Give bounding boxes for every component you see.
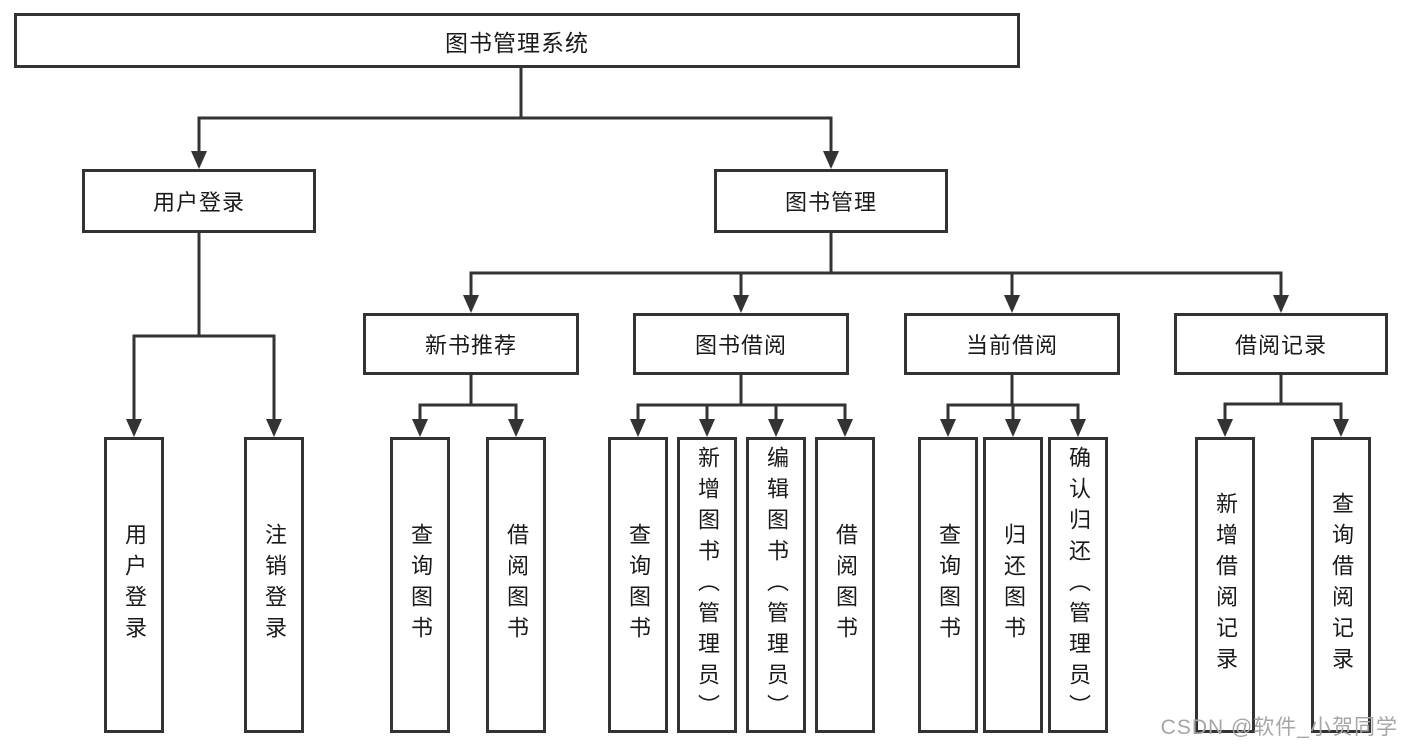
node-book-management: 图书管理 — [714, 169, 948, 233]
csdn-watermark: CSDN @软件_小贺同学 — [1160, 716, 1398, 739]
node-book-borrowing: 图书借阅 — [633, 313, 849, 375]
leaf-label: 借阅图书 — [833, 523, 858, 647]
node-borrowing-records: 借阅记录 — [1174, 313, 1388, 375]
leaf-query-books-recommend: 查询图书 — [390, 437, 450, 733]
node-label: 新书推荐 — [424, 333, 517, 358]
node-label: 借阅记录 — [1234, 333, 1327, 358]
leaf-borrow-books: 借阅图书 — [815, 437, 875, 733]
node-user-login: 用户登录 — [82, 169, 316, 233]
leaf-label: 编辑图书（管理员） — [764, 445, 789, 725]
leaf-query-borrow-record: 查询借阅记录 — [1311, 437, 1371, 733]
leaf-label: 新增借阅记录 — [1213, 492, 1238, 678]
leaf-label: 查询图书 — [626, 523, 651, 647]
leaf-add-borrow-record: 新增借阅记录 — [1195, 437, 1255, 733]
leaf-label: 查询图书 — [408, 523, 433, 647]
node-label: 图书借阅 — [694, 333, 787, 358]
node-library-management-system: 图书管理系统 — [14, 13, 1020, 68]
leaf-query-books-current: 查询图书 — [918, 437, 978, 733]
leaf-label: 查询图书 — [936, 523, 961, 647]
node-label: 用户登录 — [152, 190, 245, 215]
leaf-logout: 注销登录 — [244, 437, 304, 733]
node-new-book-recommend: 新书推荐 — [363, 313, 579, 375]
leaf-edit-books-admin: 编辑图书（管理员） — [746, 437, 806, 733]
leaf-borrow-books-recommend: 借阅图书 — [486, 437, 546, 733]
leaf-label: 查询借阅记录 — [1329, 492, 1354, 678]
node-current-borrowing: 当前借阅 — [904, 313, 1120, 375]
node-label: 图书管理 — [784, 190, 877, 215]
node-label: 当前借阅 — [965, 333, 1058, 358]
leaf-add-books-admin: 新增图书（管理员） — [677, 437, 737, 733]
leaf-label: 借阅图书 — [504, 523, 529, 647]
leaf-label: 归还图书 — [1001, 523, 1026, 647]
leaf-label: 新增图书（管理员） — [695, 445, 720, 725]
leaf-user-login: 用户登录 — [104, 437, 164, 733]
leaf-return-books: 归还图书 — [983, 437, 1043, 733]
leaf-label: 注销登录 — [262, 523, 287, 647]
leaf-label: 确认归还（管理员） — [1066, 445, 1091, 725]
leaf-label: 用户登录 — [122, 523, 147, 647]
node-label: 图书管理系统 — [445, 29, 589, 56]
leaf-confirm-return-admin: 确认归还（管理员） — [1048, 437, 1108, 733]
leaf-query-books-borrowing: 查询图书 — [608, 437, 668, 733]
